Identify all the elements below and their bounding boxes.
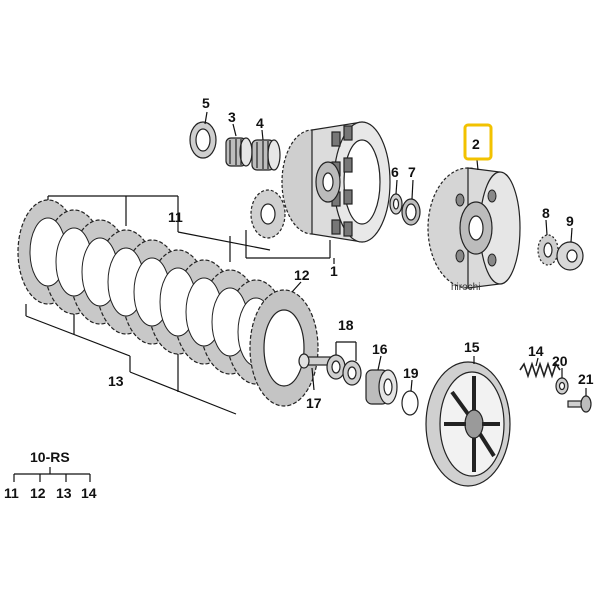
kit-legend: 10-RS 11 12 13 14 — [4, 449, 97, 501]
part-19-circlip — [401, 390, 419, 416]
callout-7: 7 — [408, 164, 416, 180]
part-3-needle-bearing — [225, 137, 253, 167]
legend-title: 10-RS — [30, 449, 70, 465]
callout-4: 4 — [256, 115, 264, 131]
legend-item-13: 13 — [56, 485, 72, 501]
callout-18: 18 — [338, 317, 354, 333]
part-5-washer — [189, 121, 217, 159]
part-15-clutch-cover — [425, 361, 511, 487]
callout-17: 17 — [306, 395, 322, 411]
callout-13: 13 — [108, 373, 124, 389]
part-6-washer — [389, 193, 403, 215]
part-4-needle-bearing — [251, 139, 281, 171]
callout-9: 9 — [566, 213, 574, 229]
callout-16: 16 — [372, 341, 388, 357]
leader-lines — [25, 111, 587, 415]
part-11-13-clutch-plate-stack — [17, 199, 287, 385]
callout-14: 14 — [528, 343, 544, 359]
part-20-washer — [555, 377, 569, 395]
legend-item-12: 12 — [30, 485, 46, 501]
callout-5: 5 — [202, 95, 210, 111]
part-1-clutch-basket — [250, 121, 391, 243]
callout-6: 6 — [391, 164, 399, 180]
part-14-spring — [519, 361, 561, 379]
part-2-inner-hub — [427, 167, 521, 289]
part-16-release-bearing — [365, 369, 398, 405]
part-18-washers — [326, 354, 362, 386]
callout-labels: 5 3 4 2 6 7 8 9 11 1 12 18 15 14 16 20 1… — [108, 95, 594, 411]
legend-item-14: 14 — [81, 485, 97, 501]
part-12-pressure-plate — [249, 289, 319, 407]
part-7-washer — [401, 198, 421, 226]
callout-20: 20 — [552, 353, 568, 369]
callout-11: 11 — [168, 209, 183, 225]
part-9-nut — [556, 241, 584, 271]
callout-19: 19 — [403, 365, 419, 381]
highlight-box-2 — [463, 123, 493, 161]
callout-21: 21 — [578, 371, 594, 387]
legend-item-11: 11 — [4, 485, 19, 501]
callout-3: 3 — [228, 109, 236, 125]
watermark-text: hirochi — [451, 282, 480, 293]
callout-1: 1 — [330, 263, 338, 279]
callout-15: 15 — [464, 339, 480, 355]
part-8-lock-washer — [537, 234, 559, 266]
part-21-bolt — [567, 395, 592, 413]
callout-2: 2 — [472, 136, 480, 152]
callout-12: 12 — [294, 267, 310, 283]
callout-8: 8 — [542, 205, 550, 221]
